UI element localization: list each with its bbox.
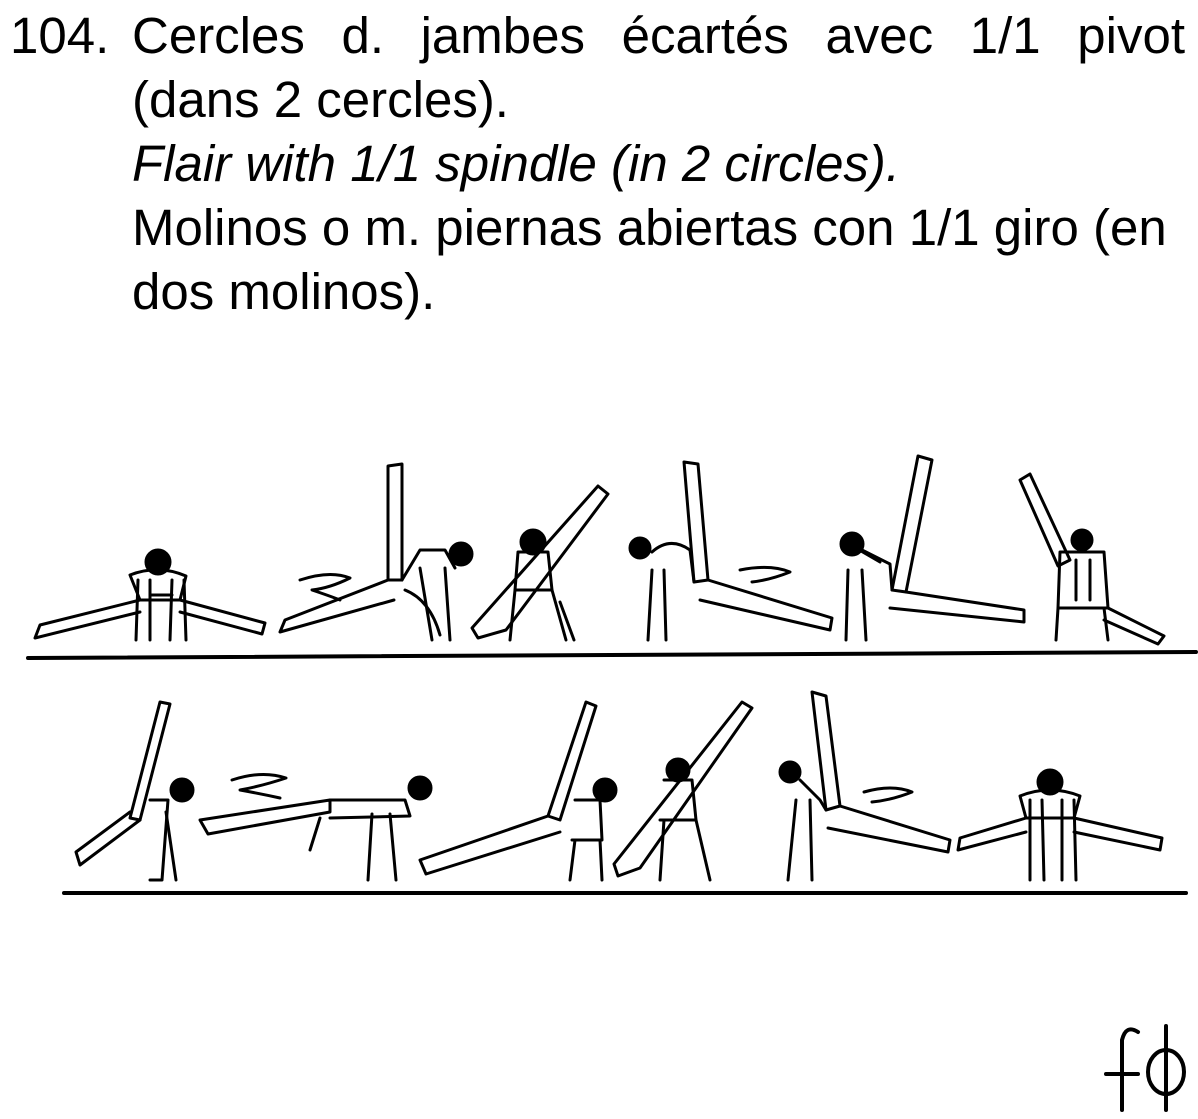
gymnast-figure [612, 700, 754, 882]
gymnast-figure [418, 700, 618, 882]
element-description: Cercles d. jambes écartés avec 1/1 pivot… [132, 4, 1185, 324]
publisher-logo [1098, 1018, 1194, 1119]
description-french: Cercles d. jambes écartés avec 1/1 pivot… [132, 7, 1185, 128]
gymnast-figure [278, 462, 474, 642]
gymnast-figure [628, 460, 834, 642]
flair-sequence-illustration [0, 440, 1198, 910]
element-entry: 104. Cercles d. jambes écartés avec 1/1 … [10, 4, 1185, 324]
floor-line-row-1 [26, 650, 1198, 660]
gymnast-figure [33, 548, 267, 642]
gymnast-figure [839, 454, 1026, 642]
gymnast-figure [778, 690, 952, 882]
description-english: Flair with 1/1 spindle (in 2 circles). [132, 135, 901, 192]
gymnast-figure [198, 773, 433, 882]
gymnast-figure [956, 768, 1164, 882]
gymnast-figure [74, 700, 195, 882]
gymnast-figure [470, 484, 610, 642]
description-spanish: Molinos o m. piernas abiertas con 1/1 gi… [132, 199, 1167, 320]
element-number: 104. [10, 7, 110, 64]
logo-mark-icon [1104, 1024, 1186, 1112]
gymnast-figure [1018, 472, 1166, 646]
